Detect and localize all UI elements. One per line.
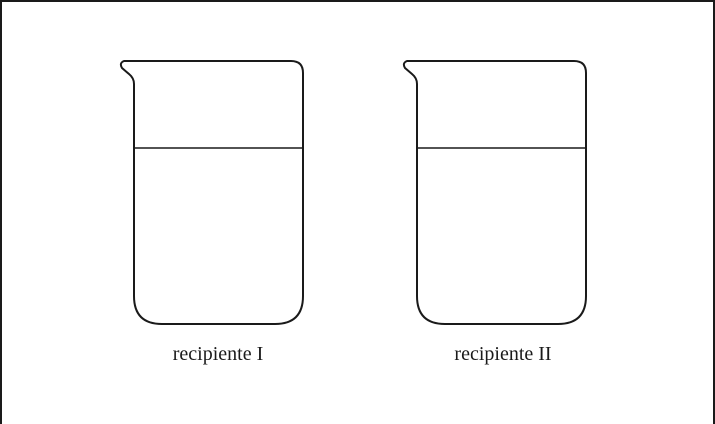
beaker-1-label: recipiente I <box>172 343 264 365</box>
beaker-1 <box>119 60 304 325</box>
beaker-2-outline <box>402 60 587 325</box>
beaker-2 <box>402 60 587 325</box>
beaker-1-outline <box>119 60 304 325</box>
beaker-2-label: recipiente II <box>454 343 552 365</box>
